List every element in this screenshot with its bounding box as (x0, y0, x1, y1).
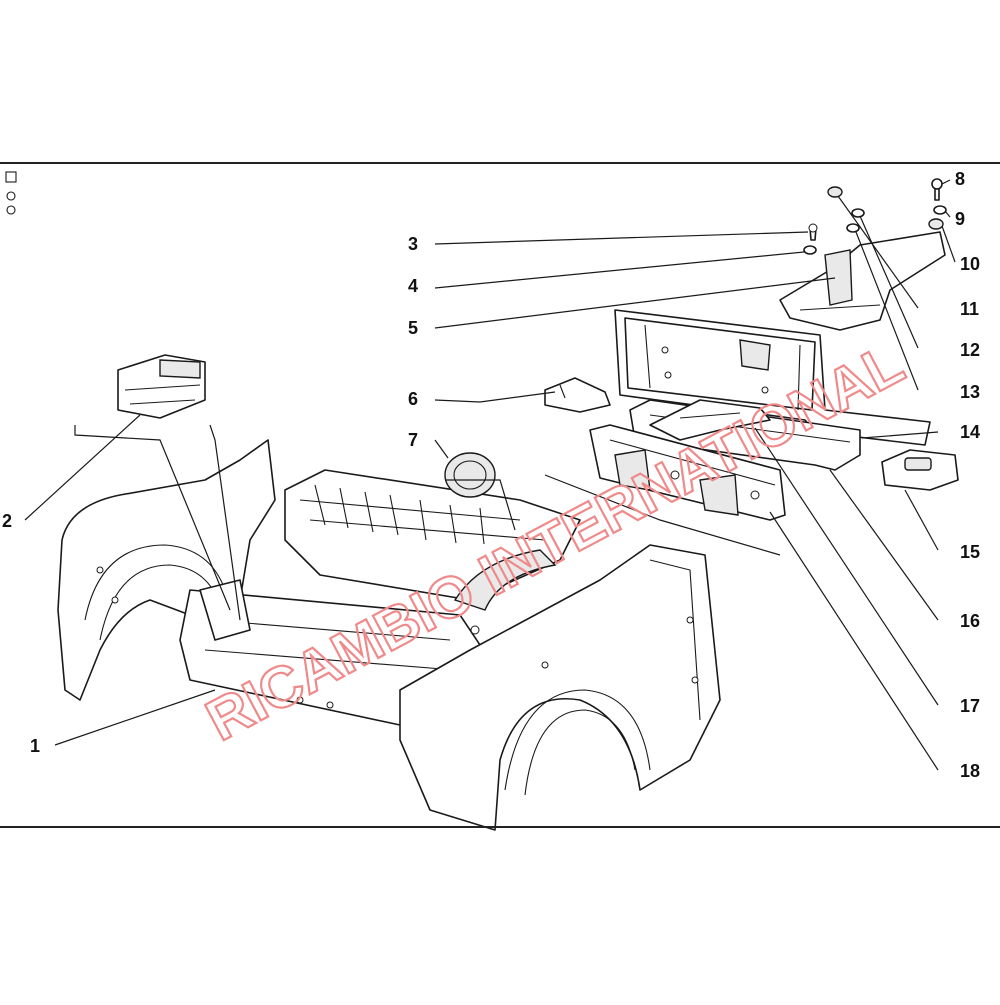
part-9-washer (933, 205, 947, 215)
part-6-small-bracket (544, 377, 611, 413)
part-15-mount-block (881, 449, 959, 491)
part-18-lower-cross-member (589, 424, 786, 521)
part-1-rear-floor-assembly (57, 439, 721, 831)
part-7-rubber-plug (444, 452, 496, 498)
callout-7: 7 (408, 430, 418, 450)
callout-5: 5 (408, 318, 418, 338)
leader-lines (24, 179, 956, 771)
callout-11: 11 (960, 299, 979, 319)
part-13-washer (846, 223, 860, 233)
callout-4: 4 (408, 276, 418, 296)
callout-2: 2 (2, 511, 12, 531)
callout-8: 8 (955, 169, 965, 189)
callout-1: 1 (30, 736, 40, 756)
corner-tool-icons (5, 171, 17, 215)
part-2-bracket (117, 354, 206, 419)
part-4-washer (803, 245, 817, 255)
part-3-screw (808, 223, 818, 241)
part-10-nut (928, 218, 944, 230)
part-11-nut (827, 186, 843, 198)
callout-15: 15 (960, 542, 980, 562)
part-17-arm (649, 399, 771, 441)
callout-9: 9 (955, 209, 965, 229)
callout-14: 14 (960, 422, 980, 442)
part-5-cross-member (614, 309, 931, 446)
callout-6: 6 (408, 389, 418, 409)
callout-labels: 1 2 3 4 5 6 7 8 9 10 11 12 13 14 15 16 1… (2, 169, 980, 781)
callout-10: 10 (960, 254, 980, 274)
callout-13: 13 (960, 382, 980, 402)
callout-18: 18 (960, 761, 980, 781)
callout-3: 3 (408, 234, 418, 254)
part-12-washer (851, 208, 865, 218)
part-support-bracket (779, 231, 946, 331)
diagram-frame (0, 162, 1000, 828)
callout-17: 17 (960, 696, 980, 716)
callout-16: 16 (960, 611, 980, 631)
callout-12: 12 (960, 340, 980, 360)
